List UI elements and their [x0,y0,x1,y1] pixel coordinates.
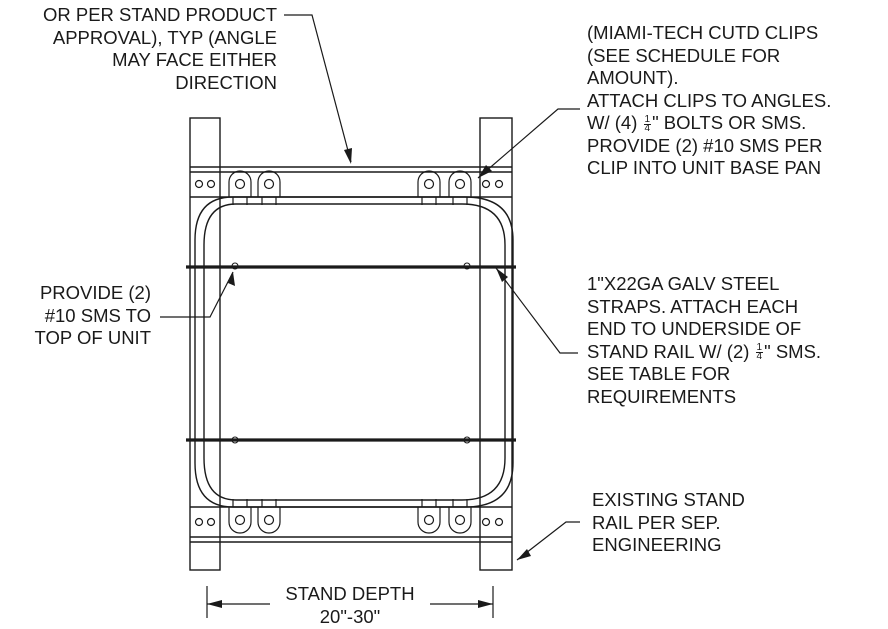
stand-rail-prefix: STAND RAIL W/ (2) [587,340,755,362]
bolts-suffix: " BOLTS OR SMS. [652,112,807,133]
clip-note-line-7: CLIP INTO UNIT BASE PAN [587,157,822,178]
bottom-clips [228,499,472,534]
strap-note-line-1: 1"X22GA GALV STEEL [587,273,780,294]
sms-top-note-line-3: TOP OF UNIT [34,327,152,348]
angle-note: OR PER STAND PRODUCT APPROVAL), TYP (ANG… [43,4,277,94]
strap-screws [231,262,471,444]
unit-inner-outline [203,203,506,501]
sms-top-note-line-1: PROVIDE (2) [39,282,151,303]
stand-rail-note-line-1: EXISTING STAND [592,489,745,510]
top-clips [228,170,472,205]
leader-arrowheads [228,148,531,560]
stand-rail-note-line-3: ENGINEERING [592,534,722,555]
clip-note-line-2: (SEE SCHEDULE FOR [587,44,781,66]
strap-note-line-2: STRAPS. ATTACH EACH [587,295,799,317]
bolt-fraction-denominator: 4 [644,122,651,134]
left-stand-rail [189,117,221,571]
bolts-prefix: W/ (4) [587,112,643,133]
strap-note-line-6: REQUIREMENTS [587,385,737,407]
sms-top-note: PROVIDE (2) #10 SMS TO TOP OF UNIT [35,282,152,350]
stand-rail-note-line-2: RAIL PER SEP. [592,511,721,533]
strap-note: 1"X22GA GALV STEEL STRAPS. ATTACH EACH E… [587,273,821,408]
dimension-arrowheads [207,600,493,608]
stand-depth-text: STAND DEPTH [285,583,415,604]
clip-note-line-4: ATTACH CLIPS TO ANGLES. [587,89,832,111]
clip-note-line-6: PROVIDE (2) #10 SMS PER [587,134,823,156]
clip-note-line-1: (MIAMI-TECH CUTD CLIPS [587,22,819,43]
angle-note-line-2: APPROVAL), TYP (ANGLE [52,26,277,48]
stand-depth-dimension-label: STAND DEPTH 20"-30" [250,583,450,628]
angle-note-line-3: MAY FACE EITHER [112,49,277,70]
angle-note-line-1: OR PER STAND PRODUCT [42,4,277,25]
right-stand-rail [479,117,513,571]
leader-lines [160,14,580,561]
stand-rail-note: EXISTING STAND RAIL PER SEP. ENGINEERING [592,489,745,557]
bolt-fraction-numerator: 1 [643,113,652,125]
strap-note-line-5: SEE TABLE FOR [587,363,731,384]
clip-note: (MIAMI-TECH CUTD CLIPS (SEE SCHEDULE FOR… [587,22,831,180]
unit-base-outline [194,196,514,508]
clip-note-line-3: AMOUNT). [587,67,679,88]
sms-top-note-line-2: #10 SMS TO [44,304,151,326]
strap-note-line-3: END TO UNDERSIDE OF [587,318,802,339]
stand-depth-range: 20"-30" [319,605,381,627]
sms-fraction-numerator: 1 [755,342,764,354]
sms-fraction-denominator: 4 [756,351,763,363]
angle-note-line-4: DIRECTION [175,71,277,93]
stand-rail-suffix: " SMS. [764,340,822,362]
angle-bolt-holes [194,179,504,527]
